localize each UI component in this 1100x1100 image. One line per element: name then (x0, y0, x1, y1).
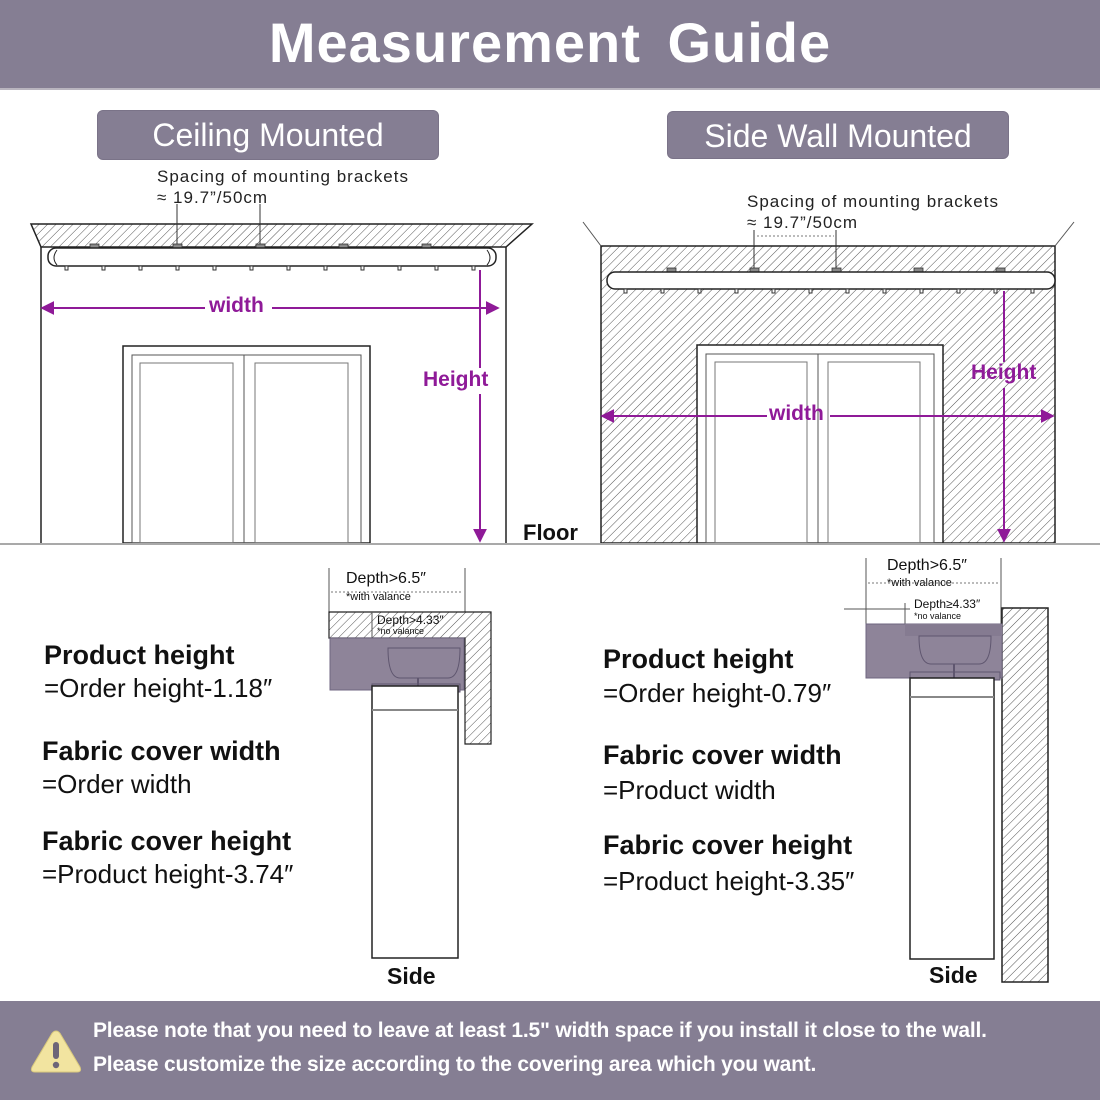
ceiling-spec-fabric-height-title: Fabric cover height (42, 826, 292, 856)
ceiling-side-label: Side (387, 963, 436, 989)
ceiling-spec-product-height-title: Product height (44, 640, 235, 670)
warning-icon (30, 1030, 82, 1073)
wall-spec-fabric-width-title: Fabric cover width (603, 740, 842, 770)
ceiling-spec-fabric-height-formula: =Product height-3.74″ (42, 859, 294, 889)
ceiling-with-valance-note: *with valance (346, 591, 411, 603)
wall-depth-valance: Depth>6.5″ (887, 557, 967, 574)
header-banner (0, 0, 1100, 90)
ceiling-width-label: width (209, 294, 264, 317)
wall-spec-fabric-width-formula: =Product width (603, 775, 776, 805)
ceiling-spec-fabric-width-title: Fabric cover width (42, 736, 281, 766)
ceiling-no-valance-note: *no valance (377, 626, 425, 636)
side-wall-mounted-label: Side Wall Mounted (667, 111, 1009, 159)
footer-notice-banner (0, 1001, 1100, 1100)
ceiling-bracket-spacing-label: Spacing of mounting brackets ≈ 19.7”/50c… (157, 166, 409, 208)
page-title: Measurement Guide (268, 11, 832, 74)
bracket-spacing-line1: Spacing of mounting brackets (157, 167, 409, 186)
ceiling-mounted-label: Ceiling Mounted (97, 110, 439, 160)
bracket-spacing-line1: Spacing of mounting brackets (747, 192, 999, 211)
footer-notice-line1: Please note that you need to leave at le… (93, 1019, 987, 1042)
wall-bracket-spacing-label: Spacing of mounting brackets ≈ 19.7”/50c… (747, 191, 999, 233)
ceiling-height-label: Height (423, 368, 489, 391)
wall-with-valance-note: *with valance (887, 577, 952, 589)
wall-spec-fabric-height-formula: =Product height-3.35″ (603, 866, 855, 896)
ceiling-spec-fabric-width-formula: =Order width (42, 769, 192, 799)
ceiling-depth-valance: Depth>6.5″ (346, 570, 426, 587)
wall-width-label: width (769, 402, 824, 425)
wall-spec-product-height-formula: =Order height-0.79″ (603, 678, 832, 708)
wall-no-valance-note: *no valance (914, 611, 962, 621)
wall-spec-fabric-height-title: Fabric cover height (603, 830, 853, 860)
wall-side-label: Side (929, 962, 978, 988)
ceiling-depth-no-valance: Depth>4.33″ (377, 613, 444, 627)
floor-label: Floor (523, 520, 578, 545)
bracket-spacing-line2: ≈ 19.7”/50cm (157, 188, 269, 207)
wall-height-label: Height (971, 361, 1037, 384)
footer-notice-line2: Please customize the size according to t… (93, 1053, 817, 1076)
bracket-spacing-line2: ≈ 19.7”/50cm (747, 213, 859, 232)
floor-divider (0, 543, 1100, 545)
wall-spec-product-height-title: Product height (603, 644, 794, 674)
ceiling-spec-product-height-formula: =Order height-1.18″ (44, 673, 273, 703)
wall-depth-no-valance: Depth≥4.33″ (914, 597, 981, 611)
